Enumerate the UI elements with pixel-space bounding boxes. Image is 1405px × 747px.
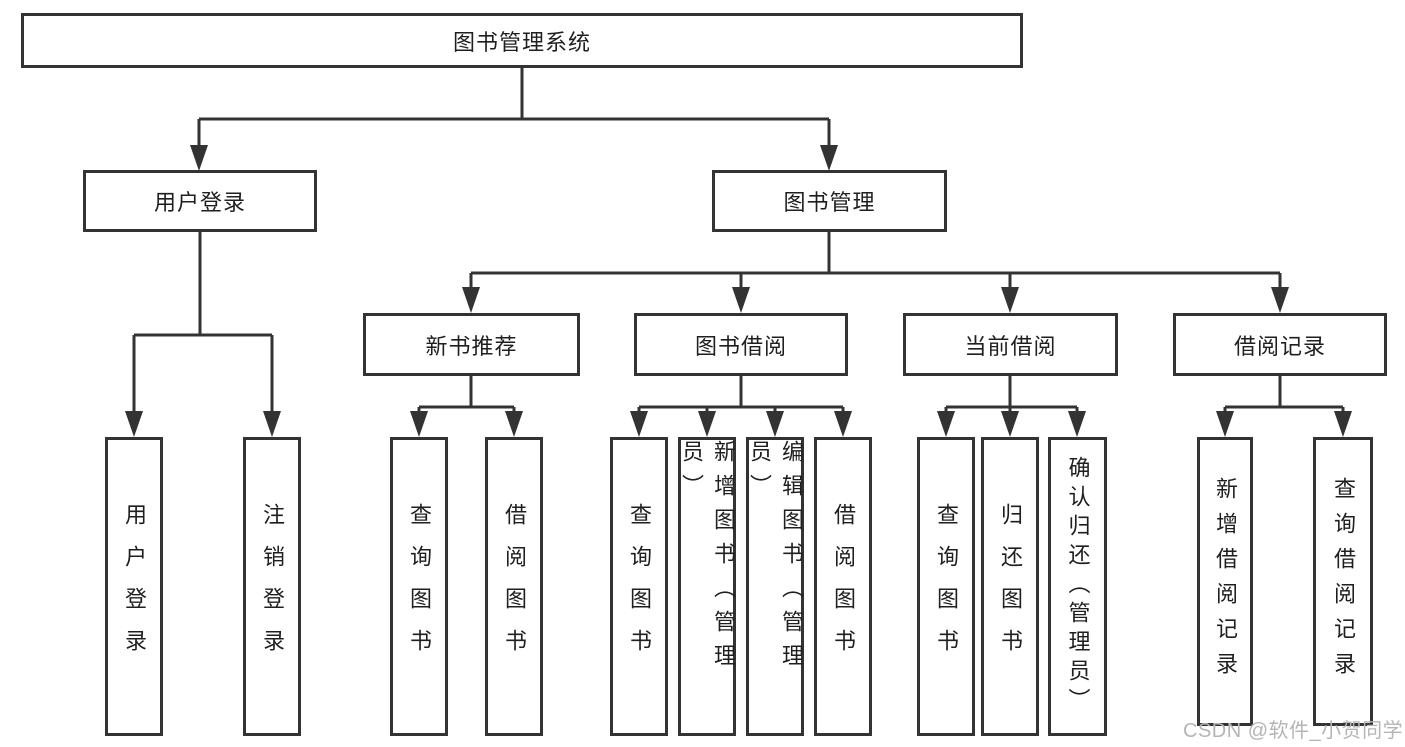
arrow-down-icon: [766, 411, 784, 437]
connector-book-borrow-to-leaves: [630, 374, 852, 437]
node-book-borrow: 图书借阅: [634, 313, 848, 376]
leaf-label: 借阅图书: [831, 502, 856, 671]
leaf-borrow-books-recommend: 借阅图书: [485, 437, 543, 736]
arrow-down-icon: [462, 287, 480, 313]
node-book-borrow-label: 图书借阅: [694, 333, 787, 359]
node-user-login-label: 用户登录: [153, 190, 246, 215]
leaf-label: 查询图书: [627, 502, 652, 671]
node-book-management: 图书管理: [712, 170, 947, 232]
node-user-login: 用户登录: [83, 170, 317, 232]
leaf-label: 借阅图书: [502, 502, 527, 671]
connector-user-login-to-leaves: [125, 230, 281, 437]
arrow-down-icon: [1001, 411, 1019, 437]
leaf-add-books-admin: 新增图书（管理员）: [678, 437, 736, 736]
leaf-add-borrow-record: 新增借阅记录: [1197, 437, 1253, 726]
leaf-query-books-borrow: 查询图书: [610, 437, 668, 736]
leaf-label: 编辑图书（管理员）: [747, 440, 804, 678]
node-book-management-label: 图书管理: [783, 190, 876, 215]
leaf-confirm-return-admin: 确认归还（管理员）: [1048, 437, 1107, 736]
arrow-down-icon: [732, 287, 750, 313]
node-root: 图书管理系统: [21, 13, 1023, 68]
leaf-borrow-books: 借阅图书: [814, 437, 872, 736]
arrow-down-icon: [125, 411, 143, 437]
connector-book-management-to-level3: [462, 230, 1289, 313]
arrow-down-icon: [410, 411, 428, 437]
node-root-label: 图书管理系统: [452, 29, 591, 55]
leaf-label: 用户登录: [122, 502, 147, 671]
connector-borrow-record-to-leaves: [1216, 374, 1352, 437]
arrow-down-icon: [630, 411, 648, 437]
arrow-down-icon: [505, 411, 523, 437]
arrow-down-icon: [937, 411, 955, 437]
leaf-query-books-recommend: 查询图书: [390, 437, 448, 736]
leaf-label: 新增图书（管理员）: [679, 440, 736, 678]
connector-new-book-recommend-to-leaves: [410, 374, 523, 437]
node-new-book-recommend: 新书推荐: [363, 313, 580, 376]
leaf-edit-books-admin: 编辑图书（管理员）: [746, 437, 804, 736]
node-new-book-recommend-label: 新书推荐: [425, 333, 518, 359]
leaf-label: 查询借阅记录: [1331, 476, 1356, 687]
node-borrow-record-label: 借阅记录: [1233, 333, 1326, 359]
leaf-user-login: 用户登录: [105, 437, 163, 736]
arrow-down-icon: [1334, 411, 1352, 437]
leaf-return-books: 归还图书: [981, 437, 1039, 736]
leaf-logout-login: 注销登录: [243, 437, 301, 736]
arrow-down-icon: [1068, 411, 1086, 437]
arrow-down-icon: [1216, 411, 1234, 437]
csdn-watermark: CSDN @软件_小贺同学: [1183, 720, 1404, 742]
arrow-down-icon: [263, 411, 281, 437]
arrow-down-icon: [1271, 287, 1289, 313]
arrow-down-icon: [190, 145, 208, 171]
arrow-down-icon: [820, 145, 838, 171]
node-borrow-record: 借阅记录: [1173, 313, 1387, 376]
node-current-borrow: 当前借阅: [903, 313, 1118, 376]
leaf-label: 注销登录: [260, 502, 285, 671]
arrow-down-icon: [698, 411, 716, 437]
leaf-label: 查询图书: [934, 502, 959, 671]
node-current-borrow-label: 当前借阅: [964, 333, 1057, 359]
connector-root-to-level2: [190, 66, 838, 171]
connector-current-borrow-to-leaves: [937, 374, 1086, 437]
leaf-query-books-current: 查询图书: [917, 437, 975, 736]
leaf-query-borrow-record: 查询借阅记录: [1313, 437, 1373, 726]
arrow-down-icon: [1001, 287, 1019, 313]
leaf-label: 确认归还（管理员）: [1065, 456, 1091, 717]
arrow-down-icon: [834, 411, 852, 437]
leaf-label: 归还图书: [998, 502, 1023, 671]
leaf-label: 查询图书: [407, 502, 432, 671]
leaf-label: 新增借阅记录: [1213, 476, 1238, 687]
